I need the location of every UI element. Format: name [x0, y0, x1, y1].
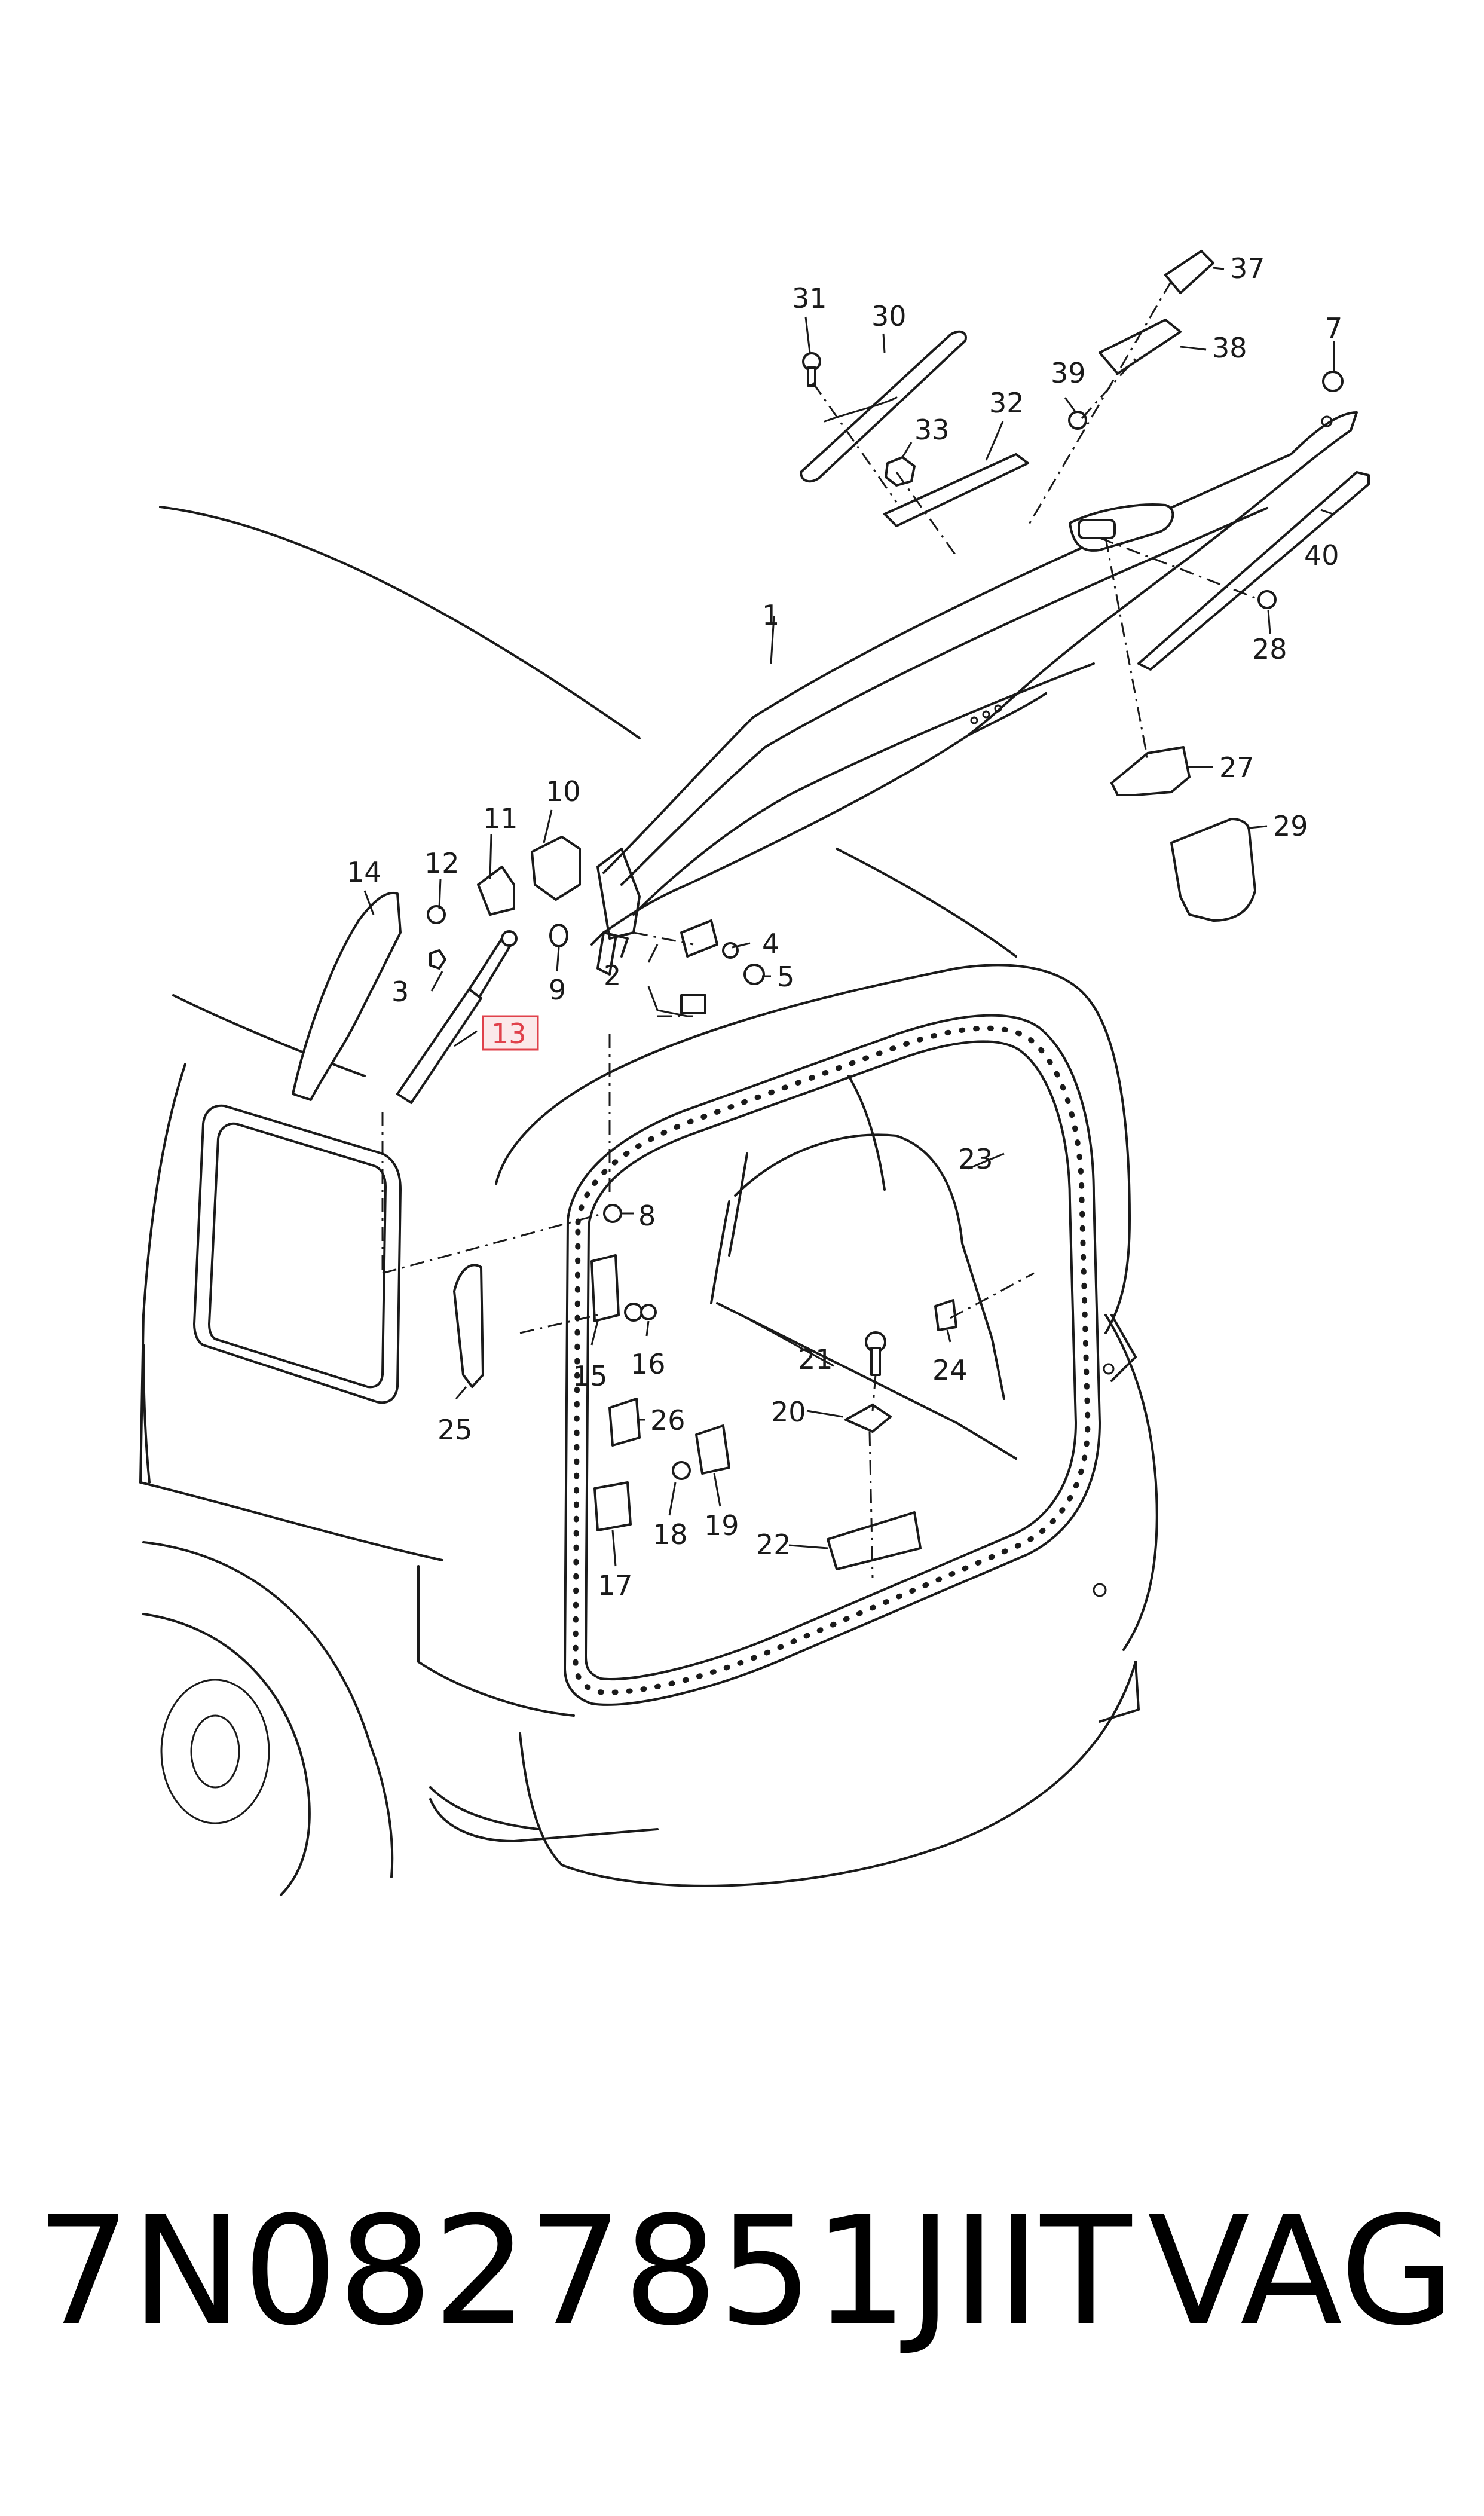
small-parts — [292, 250, 1370, 1570]
vehicle-body — [139, 506, 1158, 1896]
callout-9: 9 — [549, 974, 566, 1006]
callout-19: 19 — [704, 1509, 739, 1542]
highlight-box-13 — [482, 1015, 539, 1051]
callout-23: 23 — [958, 1143, 993, 1175]
trim-panel-14 — [292, 891, 402, 1101]
callout-20: 20 — [771, 1396, 806, 1428]
callout-40: 40 — [1304, 539, 1339, 571]
callout-numbers: 1 2 3 4 5 7 8 9 10 11 12 13 14 15 16 17 … — [347, 252, 1342, 1601]
callout-29: 29 — [1273, 810, 1308, 842]
callout-32: 32 — [989, 387, 1024, 419]
callout-27: 27 — [1219, 751, 1254, 784]
callout-12: 12 — [424, 847, 460, 879]
callout-25: 25 — [437, 1414, 473, 1446]
caption: 7N0827851JIIT VAG — [36, 2182, 1458, 2361]
callout-16: 16 — [631, 1348, 666, 1380]
callout-26: 26 — [650, 1404, 686, 1436]
callout-18: 18 — [653, 1518, 688, 1551]
callout-8: 8 — [638, 1200, 656, 1232]
door-seal — [563, 1014, 1101, 1706]
callout-2: 2 — [604, 959, 621, 992]
callout-15: 15 — [573, 1360, 608, 1392]
callout-7: 7 — [1325, 312, 1342, 344]
callout-5: 5 — [777, 961, 794, 993]
callout-38: 38 — [1212, 332, 1247, 364]
callout-22: 22 — [756, 1528, 791, 1561]
brand-label: VAG — [1148, 2184, 1456, 2358]
tailgate-panel — [590, 411, 1358, 976]
callout-21: 21 — [798, 1343, 833, 1375]
callout-3: 3 — [391, 976, 409, 1008]
callout-14: 14 — [347, 856, 382, 888]
callout-4: 4 — [762, 928, 779, 960]
callout-33: 33 — [914, 414, 950, 446]
callout-24: 24 — [932, 1354, 968, 1386]
callout-30: 30 — [871, 300, 907, 332]
callout-37: 37 — [1230, 252, 1265, 285]
leader-lines — [363, 267, 1335, 1567]
callout-10: 10 — [546, 775, 581, 808]
callout-13: 13 — [491, 1017, 527, 1050]
part-number: 7N0827851JIIT — [36, 2184, 1132, 2358]
callout-1: 1 — [762, 599, 779, 631]
callout-28: 28 — [1252, 633, 1287, 665]
callout-11: 11 — [483, 802, 518, 834]
gas-strut-13 — [396, 930, 518, 1104]
callout-31: 31 — [792, 282, 827, 314]
callout-39: 39 — [1051, 357, 1086, 389]
callout-17: 17 — [598, 1569, 633, 1601]
trim-strip-30 — [800, 330, 967, 483]
assembly-lines — [381, 280, 1256, 1579]
